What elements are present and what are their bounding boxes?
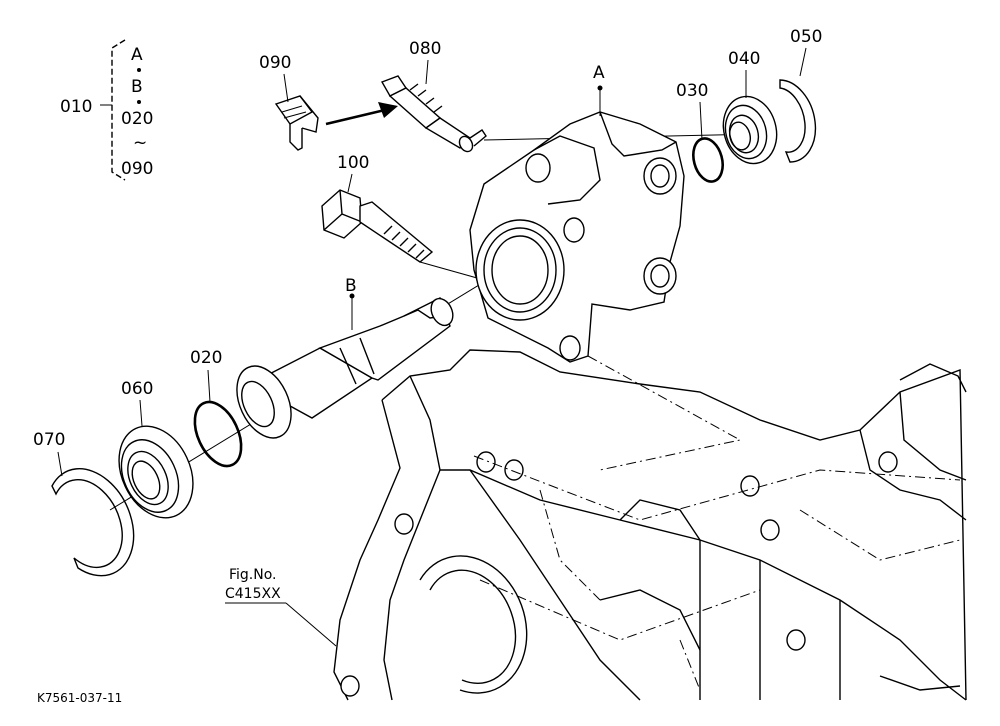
- callout-050[interactable]: 050: [790, 27, 822, 47]
- group-bracket: 010 A B 020 ~ 090: [60, 39, 153, 181]
- fig-ref-line1: Fig.No.: [229, 567, 277, 583]
- housing-a[interactable]: A: [469, 63, 685, 363]
- part-100-bolt[interactable]: 100: [321, 153, 434, 263]
- drawing-code: K7561-037-11: [37, 691, 122, 705]
- callout-020[interactable]: 020: [190, 348, 222, 368]
- part-060-bearing[interactable]: 060: [105, 379, 207, 530]
- callout-090[interactable]: 090: [259, 53, 291, 73]
- callout-080[interactable]: 080: [409, 39, 441, 59]
- figure-reference[interactable]: Fig.No. C415XX: [225, 567, 337, 647]
- ref-dot-a: [597, 85, 603, 91]
- transmission-case: [333, 349, 967, 701]
- group-line-tilde: ~: [133, 133, 147, 153]
- callout-060[interactable]: 060: [121, 379, 153, 399]
- group-line-090: 090: [121, 159, 153, 179]
- part-050-snapring[interactable]: 050: [779, 27, 822, 163]
- callout-030[interactable]: 030: [676, 81, 708, 101]
- part-030-oring[interactable]: 030: [676, 81, 727, 185]
- callout-100[interactable]: 100: [337, 153, 369, 173]
- assembly-dash-lines: [473, 355, 961, 691]
- assembly-arrow: [325, 108, 386, 126]
- group-line-020: 020: [121, 109, 153, 129]
- part-020-oring[interactable]: 020: [186, 348, 251, 473]
- group-line-a: A: [131, 45, 143, 65]
- part-070-snapring[interactable]: 070: [33, 430, 135, 577]
- group-line-b: B: [131, 77, 143, 97]
- part-080-valve[interactable]: 080: [380, 39, 487, 154]
- callout-070[interactable]: 070: [33, 430, 65, 450]
- part-040-bearing[interactable]: 040: [716, 49, 784, 170]
- arrow-head: [378, 102, 398, 118]
- group-dot-1: [137, 68, 141, 72]
- part-b-shaft[interactable]: B: [226, 276, 457, 447]
- ref-dot-b: [349, 293, 355, 299]
- ref-label-b: B: [345, 276, 357, 296]
- fig-ref-line2: C415XX: [225, 586, 281, 602]
- part-090-clip[interactable]: 090: [259, 53, 319, 151]
- ref-label-a: A: [593, 63, 605, 83]
- group-dot-2: [137, 100, 141, 104]
- callout-010[interactable]: 010: [60, 97, 92, 117]
- callout-040[interactable]: 040: [728, 49, 760, 69]
